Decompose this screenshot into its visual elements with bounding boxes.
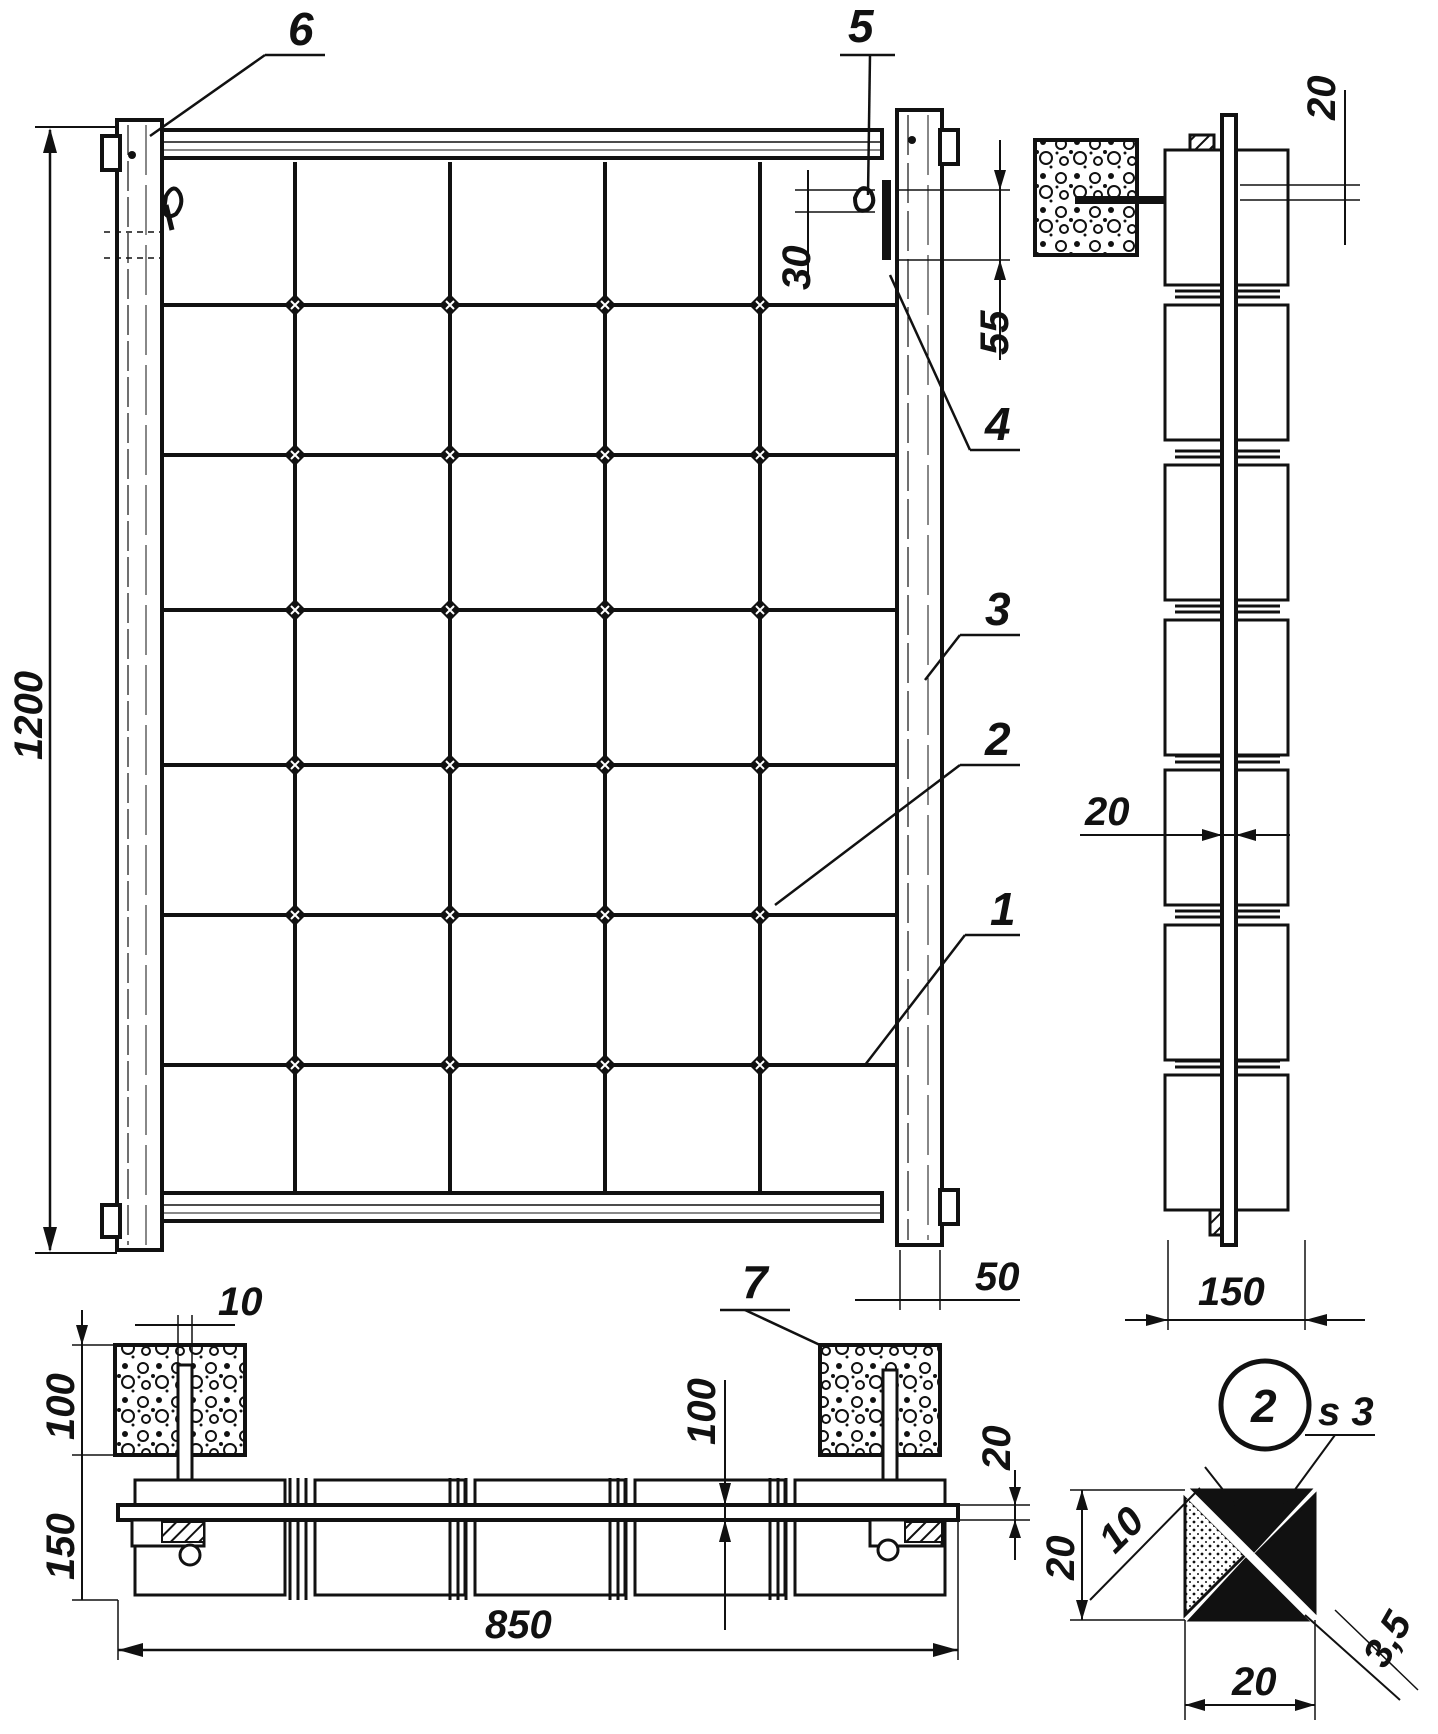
concrete-wall-plan-right (818, 1343, 942, 1457)
plan-view-dimensions: 10 100 150 100 20 850 (39, 1280, 1030, 1660)
dimension-30: 30 (775, 246, 819, 291)
detail-view: 2 s 3 10 20 20 3,5 (1039, 1358, 1421, 1720)
front-view (100, 108, 960, 1252)
front-view-dimensions: 1200 30 55 50 (7, 126, 1020, 1310)
dimension-100-plan-left: 100 (39, 1373, 83, 1440)
detail-dimension-10: 10 (1090, 1499, 1153, 1562)
hook-right (852, 186, 876, 213)
dimension-100-plan-mid: 100 (680, 1378, 724, 1445)
plan-rail (116, 1503, 960, 1522)
dimension-20-plan: 20 (975, 1426, 1019, 1472)
detail-s3: s 3 (1318, 1390, 1374, 1434)
latch-plate (882, 180, 891, 260)
net (162, 162, 897, 1195)
dimension-height: 1200 (7, 671, 51, 760)
dimension-55: 55 (973, 310, 1017, 355)
detail-cross (1171, 1476, 1329, 1634)
dimension-150-side: 150 (1198, 1270, 1265, 1314)
callout-3: 3 (985, 583, 1011, 635)
top-rail (135, 128, 884, 160)
detail-dimension-3-5: 3,5 (1355, 1604, 1421, 1675)
callout-2: 2 (984, 713, 1011, 765)
dimension-20-top: 20 (1300, 76, 1344, 122)
left-post (115, 118, 164, 1252)
right-post (895, 108, 944, 1247)
detail-dimension-20-bottom: 20 (1231, 1660, 1277, 1704)
callout-5: 5 (848, 0, 875, 52)
dimension-20-mid: 20 (1084, 790, 1130, 834)
dimension-50: 50 (975, 1255, 1020, 1299)
detail-circle (1218, 1358, 1312, 1452)
dimension-10-plan: 10 (218, 1280, 263, 1324)
callouts: 6 5 4 3 2 1 7 (149, 0, 1020, 1347)
detail-dimension-20-left: 20 (1039, 1536, 1083, 1582)
side-post (1220, 113, 1238, 1247)
detail-number: 2 (1250, 1380, 1277, 1432)
plan-net-cell (473, 1478, 627, 1597)
plan-net-cell (633, 1478, 787, 1597)
callout-1: 1 (990, 883, 1016, 935)
bottom-rail (135, 1191, 884, 1223)
side-view-dimensions: 20 20 150 (1080, 76, 1365, 1330)
plan-net-cell (313, 1478, 467, 1597)
dimension-150-plan-left: 150 (39, 1513, 83, 1580)
callout-7: 7 (742, 1256, 770, 1308)
callout-6: 6 (288, 3, 314, 55)
side-view (1033, 113, 1290, 1247)
plan-view (113, 1343, 960, 1600)
dimension-850: 850 (485, 1603, 552, 1647)
callout-4: 4 (984, 398, 1011, 450)
